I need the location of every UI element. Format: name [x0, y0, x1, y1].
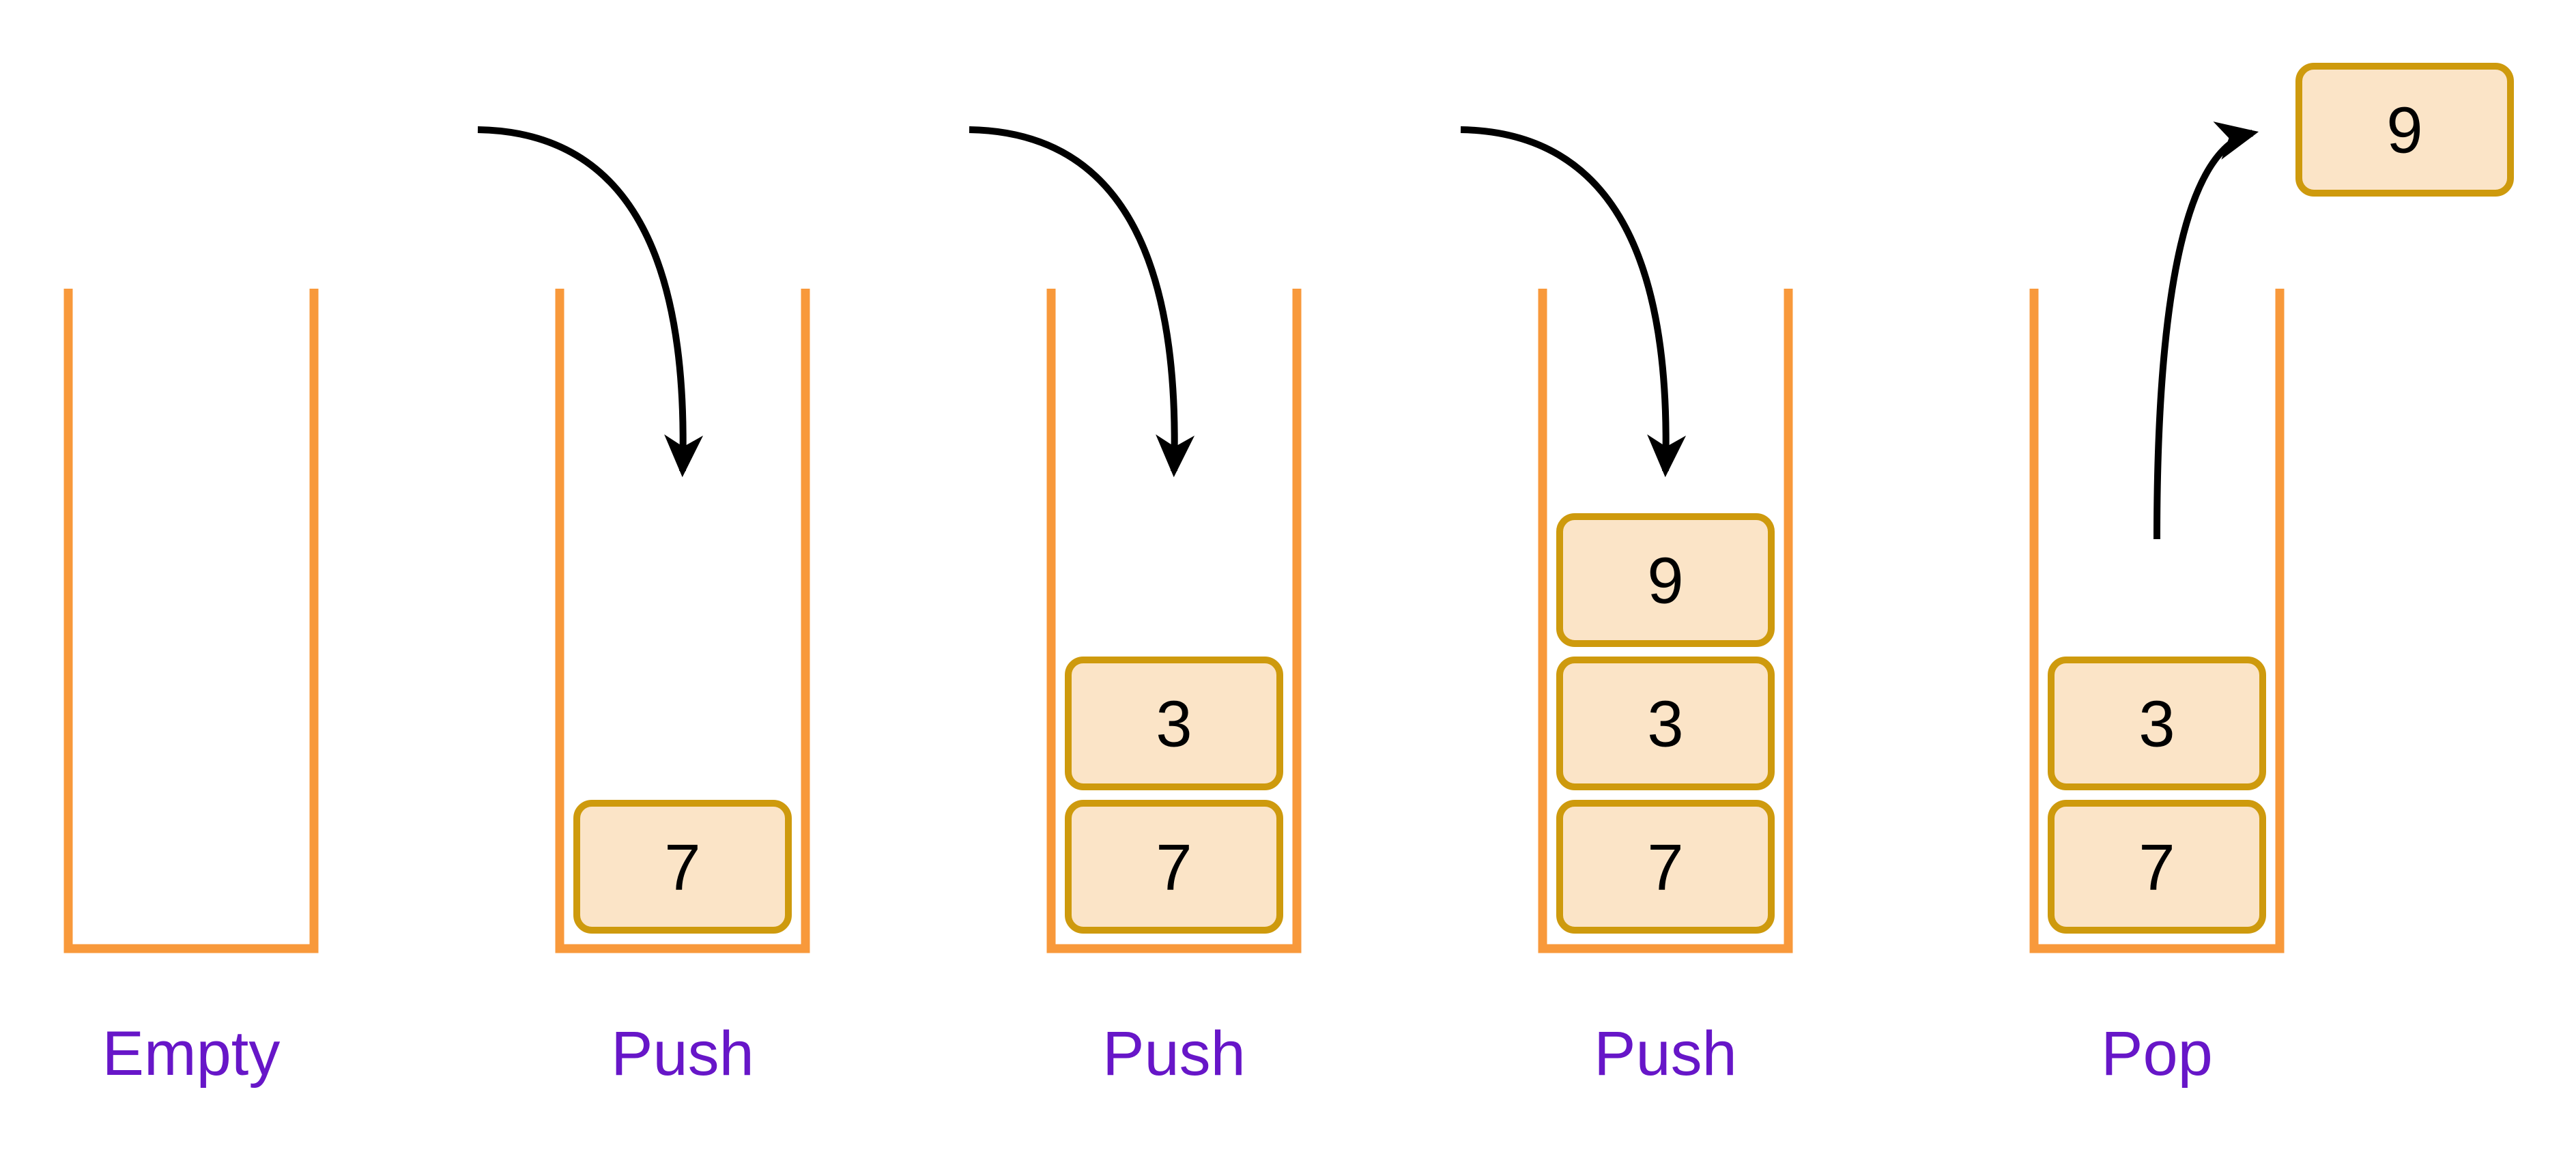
stack-block	[1556, 657, 1775, 790]
stack-block	[1556, 513, 1775, 647]
block-value: 7	[2138, 831, 2175, 904]
block-value: 3	[2138, 688, 2175, 761]
stack-block	[573, 800, 792, 934]
stack-block	[2048, 657, 2266, 790]
block-value: 3	[1156, 688, 1192, 761]
popped-block	[2295, 63, 2514, 197]
stage-label: Empty	[102, 1019, 281, 1089]
push-arrow	[477, 126, 704, 478]
stage-label: Push	[1594, 1019, 1737, 1089]
stack-container	[1046, 289, 1302, 953]
push-arrow	[969, 126, 1195, 478]
popped-block-value: 9	[2386, 94, 2422, 167]
stack-container	[2029, 289, 2285, 953]
stack-block	[1065, 657, 1283, 790]
stage-label: Push	[611, 1019, 754, 1089]
stack-block	[2048, 800, 2266, 934]
block-value: 7	[664, 831, 700, 904]
pop-arrow	[2153, 121, 2259, 540]
block-value: 7	[1156, 831, 1192, 904]
push-arrow	[1460, 126, 1687, 478]
stack-container	[63, 289, 319, 953]
stack-block	[1065, 800, 1283, 934]
stage-label: Push	[1102, 1019, 1246, 1089]
stage-group-empty-0: Empty	[63, 289, 319, 1089]
block-value: 3	[1647, 688, 1683, 761]
stack-container	[555, 289, 810, 953]
stack-block	[1556, 800, 1775, 934]
block-value: 7	[1647, 831, 1683, 904]
block-value: 9	[1647, 545, 1683, 618]
stack-container	[1538, 289, 1793, 953]
stage-label: Pop	[2101, 1019, 2213, 1089]
